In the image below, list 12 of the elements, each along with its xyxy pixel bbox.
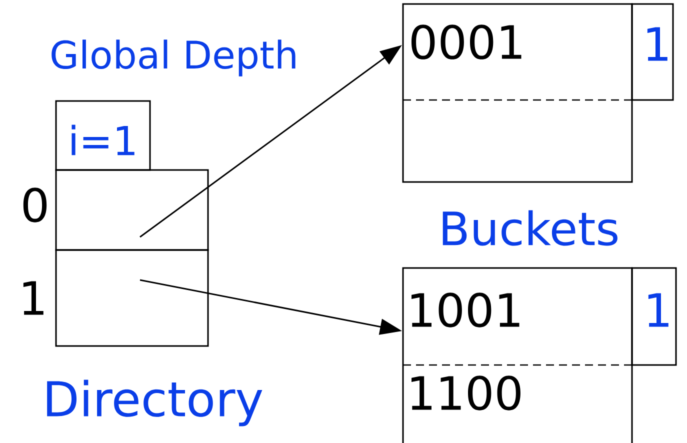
depth-box: i=1 bbox=[55, 100, 151, 171]
heading: Global Depth bbox=[52, 40, 296, 76]
depth-box: 1 bbox=[631, 3, 674, 101]
heading: Buckets bbox=[442, 210, 618, 246]
heading: Directory bbox=[47, 380, 262, 426]
bucket-box: 0001 bbox=[402, 3, 633, 183]
directory-cell: 0 bbox=[23, 169, 209, 251]
depth-box: 1 bbox=[631, 267, 677, 366]
bucket-box: 1001 1100 bbox=[402, 267, 633, 443]
node-label: 0 bbox=[23, 188, 47, 222]
node-label: 1 bbox=[23, 281, 44, 315]
directory-cell: 1 bbox=[23, 249, 209, 347]
